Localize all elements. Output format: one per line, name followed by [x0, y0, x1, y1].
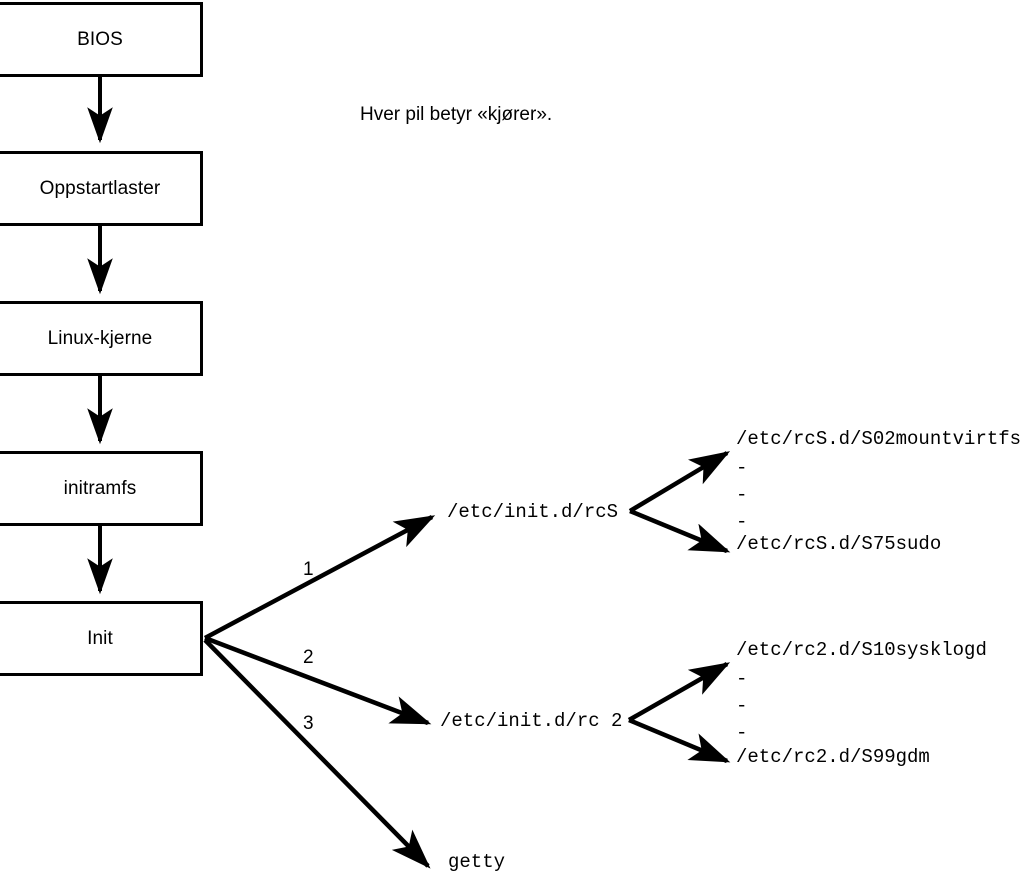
ellipsis-dash: -: [736, 695, 748, 717]
node-initramfs[interactable]: initramfs: [0, 451, 203, 526]
target-rcs-label[interactable]: /etc/init.d/rcS: [447, 501, 619, 523]
script-rc2-first-label[interactable]: /etc/rc2.d/S10sysklogd: [736, 639, 987, 661]
edge-init-to-rc2: [204, 635, 432, 726]
script-rc2-last-label[interactable]: /etc/rc2.d/S99gdm: [736, 746, 930, 768]
branch-number-3: 3: [303, 713, 314, 734]
script-rcs-first-label[interactable]: /etc/rcS.d/S02mountvirtfs: [736, 428, 1022, 450]
ellipsis-dash: -: [736, 457, 748, 479]
edge-init-to-getty: [203, 638, 431, 869]
ellipsis-dash: -: [736, 722, 748, 744]
target-getty-label[interactable]: getty: [448, 851, 506, 873]
ellipsis-dash: -: [736, 511, 748, 533]
node-init-label: Init: [87, 628, 113, 649]
branch-number-1: 1: [303, 559, 314, 580]
node-bootloader[interactable]: Oppstartlaster: [0, 151, 203, 226]
node-initramfs-label: initramfs: [63, 478, 137, 499]
edge-rcs-to-first-script: [628, 451, 731, 513]
edge-rc2-to-last-script: [628, 717, 731, 764]
edge-init-to-rcs: [203, 515, 436, 640]
node-kernel[interactable]: Linux-kjerne: [0, 301, 203, 376]
branch-number-2: 2: [303, 647, 314, 668]
ellipsis-dash: -: [736, 668, 748, 690]
edge-rcs-to-last-script: [629, 508, 731, 554]
script-rcs-last-label[interactable]: /etc/rcS.d/S75sudo: [736, 533, 942, 555]
ellipsis-dash: -: [736, 484, 748, 506]
diagram-note: Hver pil betyr «kjører».: [360, 104, 553, 125]
node-bios[interactable]: BIOS: [0, 2, 203, 77]
target-rc2-label[interactable]: /etc/init.d/rc 2: [440, 710, 623, 732]
node-init[interactable]: Init: [0, 601, 203, 676]
node-bios-label: BIOS: [77, 29, 123, 50]
edge-rc2-to-first-script: [627, 662, 731, 722]
node-bootloader-label: Oppstartlaster: [39, 178, 161, 199]
node-kernel-label: Linux-kjerne: [47, 328, 153, 349]
